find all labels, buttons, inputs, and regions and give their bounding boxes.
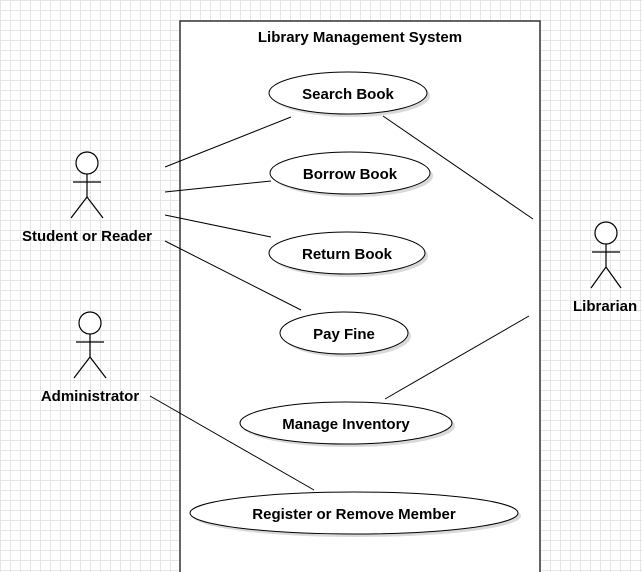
assoc-student-return-book[interactable] [164, 214, 272, 238]
assoc-student-borrow-book[interactable] [164, 180, 272, 193]
actor-administrator[interactable]: Administrator [41, 311, 140, 405]
use-case-manage-inventory[interactable]: Manage Inventory [239, 401, 455, 447]
actor-student[interactable]: Student or Reader [22, 151, 152, 245]
actor-label: Administrator [41, 388, 140, 405]
use-case-search-book[interactable]: Search Book [268, 71, 430, 117]
use-case-label: Pay Fine [313, 326, 375, 343]
actor-label: Student or Reader [22, 228, 152, 245]
assoc-administrator-register-member[interactable] [149, 395, 315, 491]
actor-label: Librarian [573, 298, 637, 315]
use-case-label: Register or Remove Member [252, 506, 456, 523]
use-case-label: Borrow Book [303, 166, 398, 183]
assoc-student-search-book[interactable] [164, 116, 292, 168]
actor-librarian[interactable]: Librarian [573, 221, 637, 315]
use-case-borrow-book[interactable]: Borrow Book [269, 151, 433, 197]
system-title: Library Management System [258, 29, 462, 46]
use-case-register-member[interactable]: Register or Remove Member [189, 491, 521, 537]
associations [149, 115, 534, 491]
assoc-librarian-manage-inventory[interactable] [384, 315, 530, 400]
actor-stick-figure-icon [73, 311, 107, 379]
use-case-label: Return Book [302, 246, 393, 263]
use-case-label: Manage Inventory [282, 416, 410, 433]
use-case-return-book[interactable]: Return Book [268, 231, 428, 277]
assoc-librarian-search-book[interactable] [382, 115, 534, 220]
use-case-label: Search Book [302, 86, 394, 103]
assoc-student-pay-fine[interactable] [164, 240, 302, 311]
actor-stick-figure-icon [70, 151, 104, 219]
actor-stick-figure-icon [590, 221, 622, 289]
use-case-pay-fine[interactable]: Pay Fine [279, 311, 411, 357]
